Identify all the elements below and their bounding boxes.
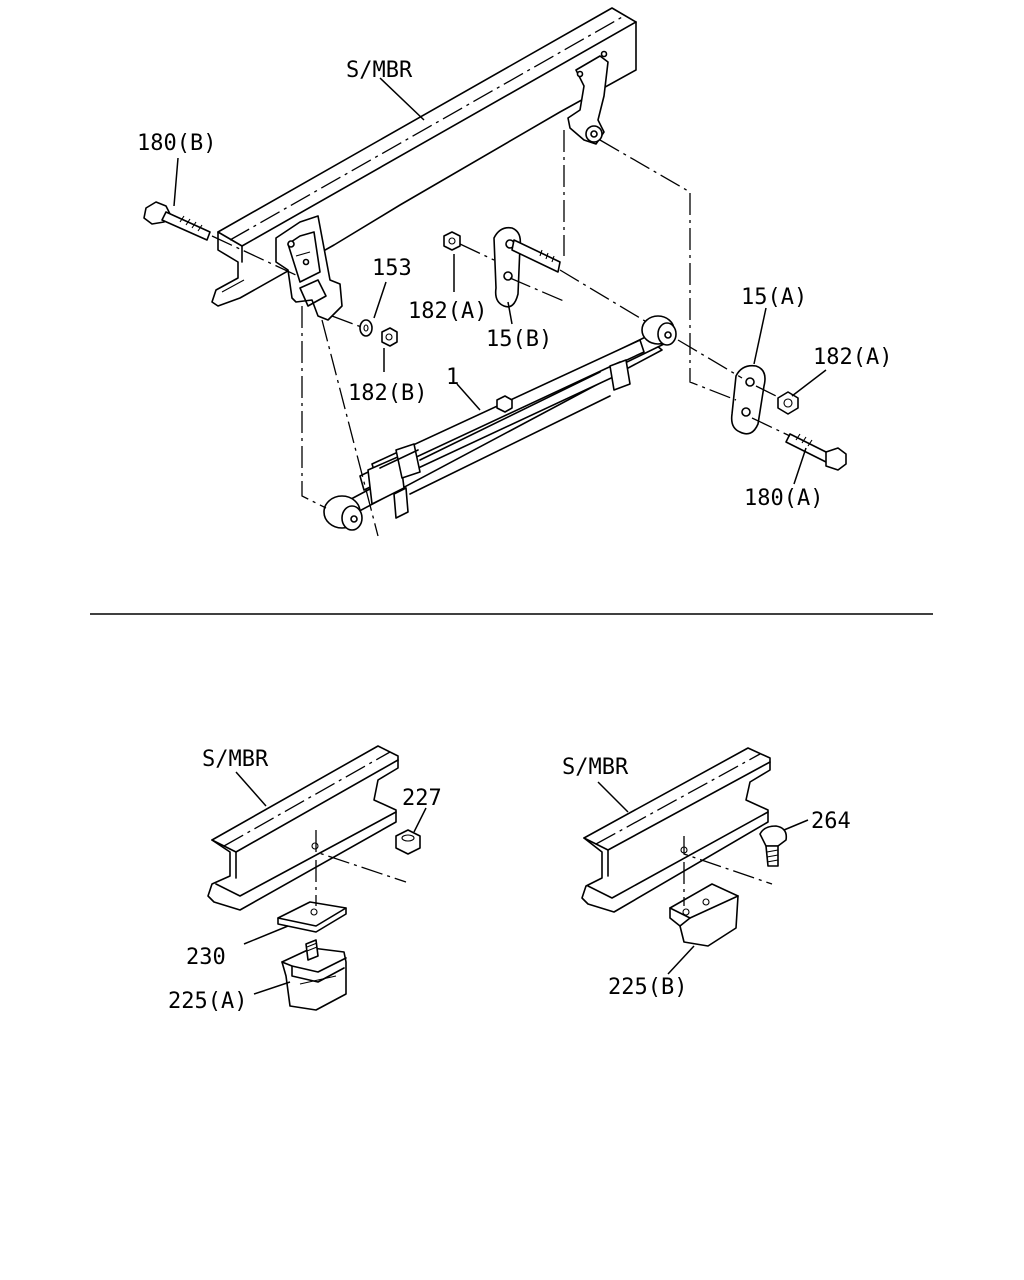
nut-182a-right <box>777 391 799 415</box>
nut-182b <box>331 315 398 347</box>
bottom-right-assembly <box>581 747 788 947</box>
label-180b: 180(B) <box>137 131 216 156</box>
label-225a: 225(A) <box>168 989 247 1014</box>
label-1: 1 <box>446 365 459 390</box>
top-assembly <box>143 7 847 537</box>
washer-153 <box>359 319 373 337</box>
bolt-264 <box>759 825 788 867</box>
plate-230 <box>277 901 347 933</box>
label-180a: 180(A) <box>744 486 823 511</box>
label-225b: 225(B) <box>608 975 687 1000</box>
stopper-225b <box>669 883 739 947</box>
label-182a-right: 182(A) <box>813 345 892 370</box>
label-227: 227 <box>402 786 442 811</box>
label-182b: 182(B) <box>348 381 427 406</box>
label-153: 153 <box>372 256 412 281</box>
front-hanger-bracket <box>275 215 343 321</box>
label-smbr-right: S/MBR <box>562 755 629 780</box>
label-smbr-top: S/MBR <box>346 58 413 83</box>
label-264: 264 <box>811 809 851 834</box>
shackle-15b <box>493 226 561 308</box>
leader-lines <box>173 77 827 995</box>
shackle-15a <box>730 364 766 435</box>
side-member-bottom-right <box>581 747 771 913</box>
stopper-225a <box>281 939 347 1011</box>
label-182a-mid: 182(A) <box>408 299 487 324</box>
label-15a: 15(A) <box>741 285 807 310</box>
label-smbr-left: S/MBR <box>202 747 269 772</box>
side-member-bottom-left <box>207 745 399 911</box>
nut-182a-mid <box>443 231 461 251</box>
bolt-180a <box>785 433 847 471</box>
part-labels: S/MBR 180(B) 153 182(A) 15(B) 182(B) 1 1… <box>137 58 892 1014</box>
label-230: 230 <box>186 945 226 970</box>
label-15b: 15(B) <box>486 327 552 352</box>
leaf-spring <box>323 315 677 531</box>
bolt-180b <box>143 201 299 277</box>
nut-227 <box>395 829 421 855</box>
bottom-left-assembly <box>207 745 421 1011</box>
rear-hanger-bracket <box>567 50 609 145</box>
